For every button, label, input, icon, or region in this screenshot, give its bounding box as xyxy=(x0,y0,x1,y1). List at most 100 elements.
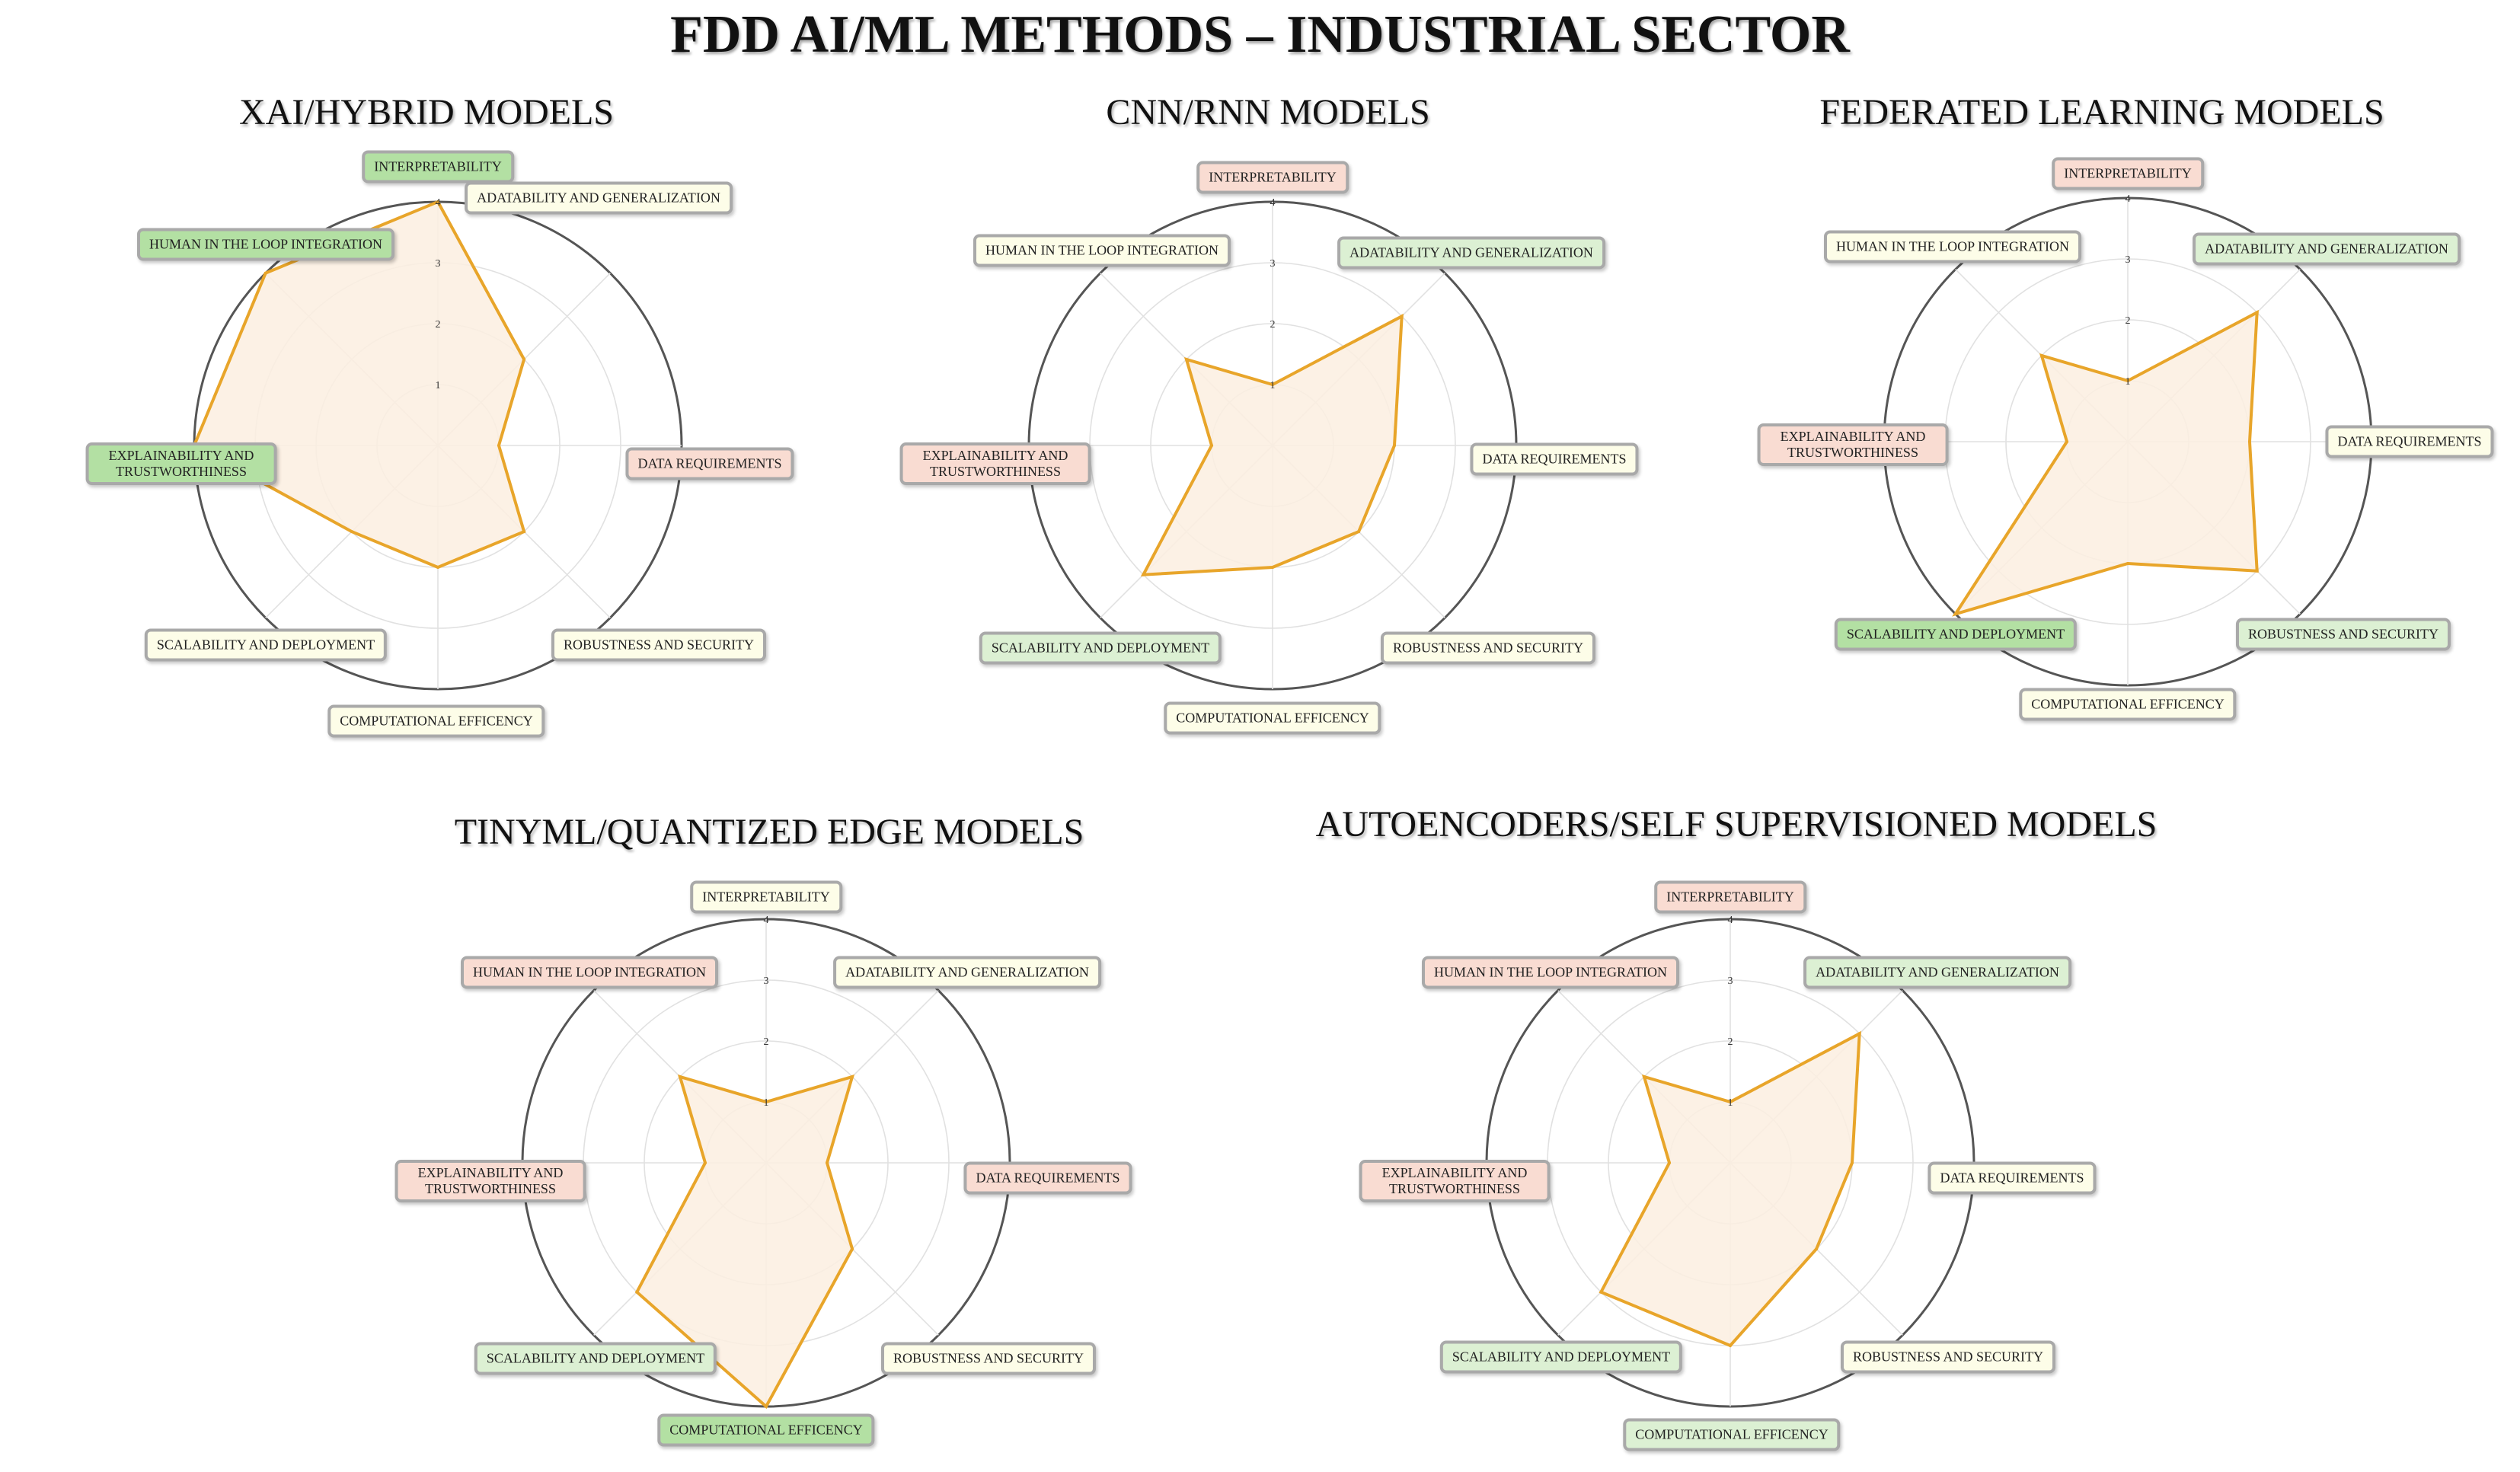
axis-label-line: SCALABILITY AND DEPLOYMENT xyxy=(1452,1349,1671,1365)
axis-label-line: ADATABILITY AND GENERALIZATION xyxy=(1816,964,2059,980)
data-point xyxy=(1729,1344,1732,1347)
data-point xyxy=(1642,1074,1646,1078)
data-point xyxy=(704,1161,707,1164)
axis-label: HUMAN IN THE LOOP INTEGRATION xyxy=(1422,956,1679,989)
axis-label-line: EXPLAINABILITY AND xyxy=(922,448,1068,463)
axis-label-line: COMPUTATIONAL EFFICENCY xyxy=(340,713,533,729)
axis-label: COMPUTATIONAL EFFICENCY xyxy=(1623,1418,1841,1451)
axis-label: INTERPRETABILITY xyxy=(1196,161,1349,194)
tick-label: 4 xyxy=(1270,197,1276,209)
data-point xyxy=(2248,440,2251,443)
axis-label: ROBUSTNESS AND SECURITY xyxy=(880,1342,1097,1375)
axis-label-line: ROBUSTNESS AND SECURITY xyxy=(2247,626,2439,642)
axis-label: INTERPRETABILITY xyxy=(2052,157,2204,190)
data-point xyxy=(1271,383,1274,386)
axis-label-line: COMPUTATIONAL EFFICENCY xyxy=(1176,710,1369,726)
axis-label-line: EXPLAINABILITY AND xyxy=(1780,429,1926,444)
axis-label-line: TRUSTWORTHINESS xyxy=(1389,1181,1520,1196)
data-point xyxy=(497,444,500,447)
data-point xyxy=(263,271,267,275)
tick-label: 3 xyxy=(1728,975,1733,987)
data-point xyxy=(765,1405,768,1408)
axis-label-line: HUMAN IN THE LOOP INTEGRATION xyxy=(985,242,1218,258)
axis-label-line: ROBUSTNESS AND SECURITY xyxy=(1392,640,1584,656)
chart-title: TINYML/QUANTIZED EDGE MODELS xyxy=(454,812,1084,852)
data-point xyxy=(1851,1161,1854,1164)
axis-label: INTERPRETABILITY xyxy=(690,880,842,914)
axis-label: DATA REQUIREMENTS xyxy=(963,1161,1132,1195)
tick-label: 3 xyxy=(1270,258,1276,270)
axis-label-line: DATA REQUIREMENTS xyxy=(1482,451,1627,467)
axis-label: ROBUSTNESS AND SECURITY xyxy=(551,628,767,662)
axis-label-line: ADATABILITY AND GENERALIZATION xyxy=(1349,244,1593,260)
axis-label: ADATABILITY AND GENERALIZATION xyxy=(1803,956,2071,989)
data-point xyxy=(2255,569,2259,573)
data-point xyxy=(522,357,526,361)
axis-label: ADATABILITY AND GENERALIZATION xyxy=(2193,232,2461,266)
axis-label-line: SCALABILITY AND DEPLOYMENT xyxy=(156,637,375,653)
data-point xyxy=(851,1074,854,1078)
axis-label-line: SCALABILITY AND DEPLOYMENT xyxy=(991,640,1210,656)
axis-label: INTERPRETABILITY xyxy=(1654,880,1806,914)
axis-label-line: INTERPRETABILITY xyxy=(702,889,830,905)
chart-title: XAI/HYBRID MODELS xyxy=(239,92,614,133)
axis-label: SCALABILITY AND DEPLOYMENT xyxy=(1834,618,2078,651)
axis-label: INTERPRETABILITY xyxy=(362,150,514,184)
axis-label-line: ADATABILITY AND GENERALIZATION xyxy=(2205,241,2448,257)
data-point xyxy=(765,1100,768,1103)
axis-label-line: COMPUTATIONAL EFFICENCY xyxy=(669,1422,863,1438)
tick-label: 4 xyxy=(436,197,441,209)
axis-label-line: EXPLAINABILITY AND xyxy=(1381,1165,1528,1180)
axis-label-line: TRUSTWORTHINESS xyxy=(116,464,247,479)
axis-label-line: TRUSTWORTHINESS xyxy=(1787,445,1918,460)
data-point xyxy=(1210,444,1213,447)
tick-label: 1 xyxy=(764,1097,769,1109)
tick-label: 3 xyxy=(2126,254,2131,266)
axis-label-line: ADATABILITY AND GENERALIZATION xyxy=(477,190,720,206)
data-point xyxy=(1729,1100,1732,1103)
data-point xyxy=(2065,440,2068,443)
axis-label-line: EXPLAINABILITY AND xyxy=(108,448,254,463)
axis-label: DATA REQUIREMENTS xyxy=(1928,1161,2097,1195)
data-point xyxy=(1184,357,1188,361)
data-point xyxy=(1393,444,1396,447)
data-point xyxy=(826,1161,829,1164)
axis-label-line: ROBUSTNESS AND SECURITY xyxy=(563,637,755,653)
tick-label: 3 xyxy=(764,975,769,987)
axis-label-line: SCALABILITY AND DEPLOYMENT xyxy=(1846,626,2065,642)
tick-label: 2 xyxy=(436,319,441,330)
data-point xyxy=(1815,1247,1819,1251)
data-point xyxy=(1400,315,1404,318)
axis-label-line: DATA REQUIREMENTS xyxy=(976,1170,1120,1186)
radar-chart-autoencoders: AUTOENCODERS/SELF SUPERVISIONED MODELS 1… xyxy=(1310,803,2163,1472)
axis-label: DATA REQUIREMENTS xyxy=(1470,442,1639,476)
data-point xyxy=(1357,530,1361,534)
data-point xyxy=(1271,566,1274,569)
data-point xyxy=(436,566,439,569)
axis-label-line: COMPUTATIONAL EFFICENCY xyxy=(1635,1426,1829,1442)
data-point xyxy=(678,1074,682,1078)
data-point xyxy=(436,200,439,203)
tick-label: 4 xyxy=(764,915,769,926)
tick-label: 1 xyxy=(436,380,441,391)
data-point xyxy=(350,530,353,534)
axis-label-line: SCALABILITY AND DEPLOYMENT xyxy=(486,1350,705,1366)
tick-label: 3 xyxy=(436,258,441,270)
axis-label-line: DATA REQUIREMENTS xyxy=(1940,1170,2084,1186)
axis-label-line: INTERPRETABILITY xyxy=(1666,889,1794,905)
tick-label: 4 xyxy=(2126,193,2131,205)
data-point xyxy=(1668,1161,1671,1164)
axis-label-line: EXPLAINABILITY AND xyxy=(417,1165,564,1180)
axis-label-line: INTERPRETABILITY xyxy=(1209,169,1337,185)
data-point xyxy=(2126,379,2129,382)
axis-label: HUMAN IN THE LOOP INTEGRATION xyxy=(461,956,718,989)
axis-label: ROBUSTNESS AND SECURITY xyxy=(1380,631,1596,665)
chart-title: CNN/RNN MODELS xyxy=(1106,92,1430,133)
data-point xyxy=(1599,1290,1603,1294)
axis-label-line: DATA REQUIREMENTS xyxy=(637,455,782,471)
data-point xyxy=(2039,353,2043,357)
